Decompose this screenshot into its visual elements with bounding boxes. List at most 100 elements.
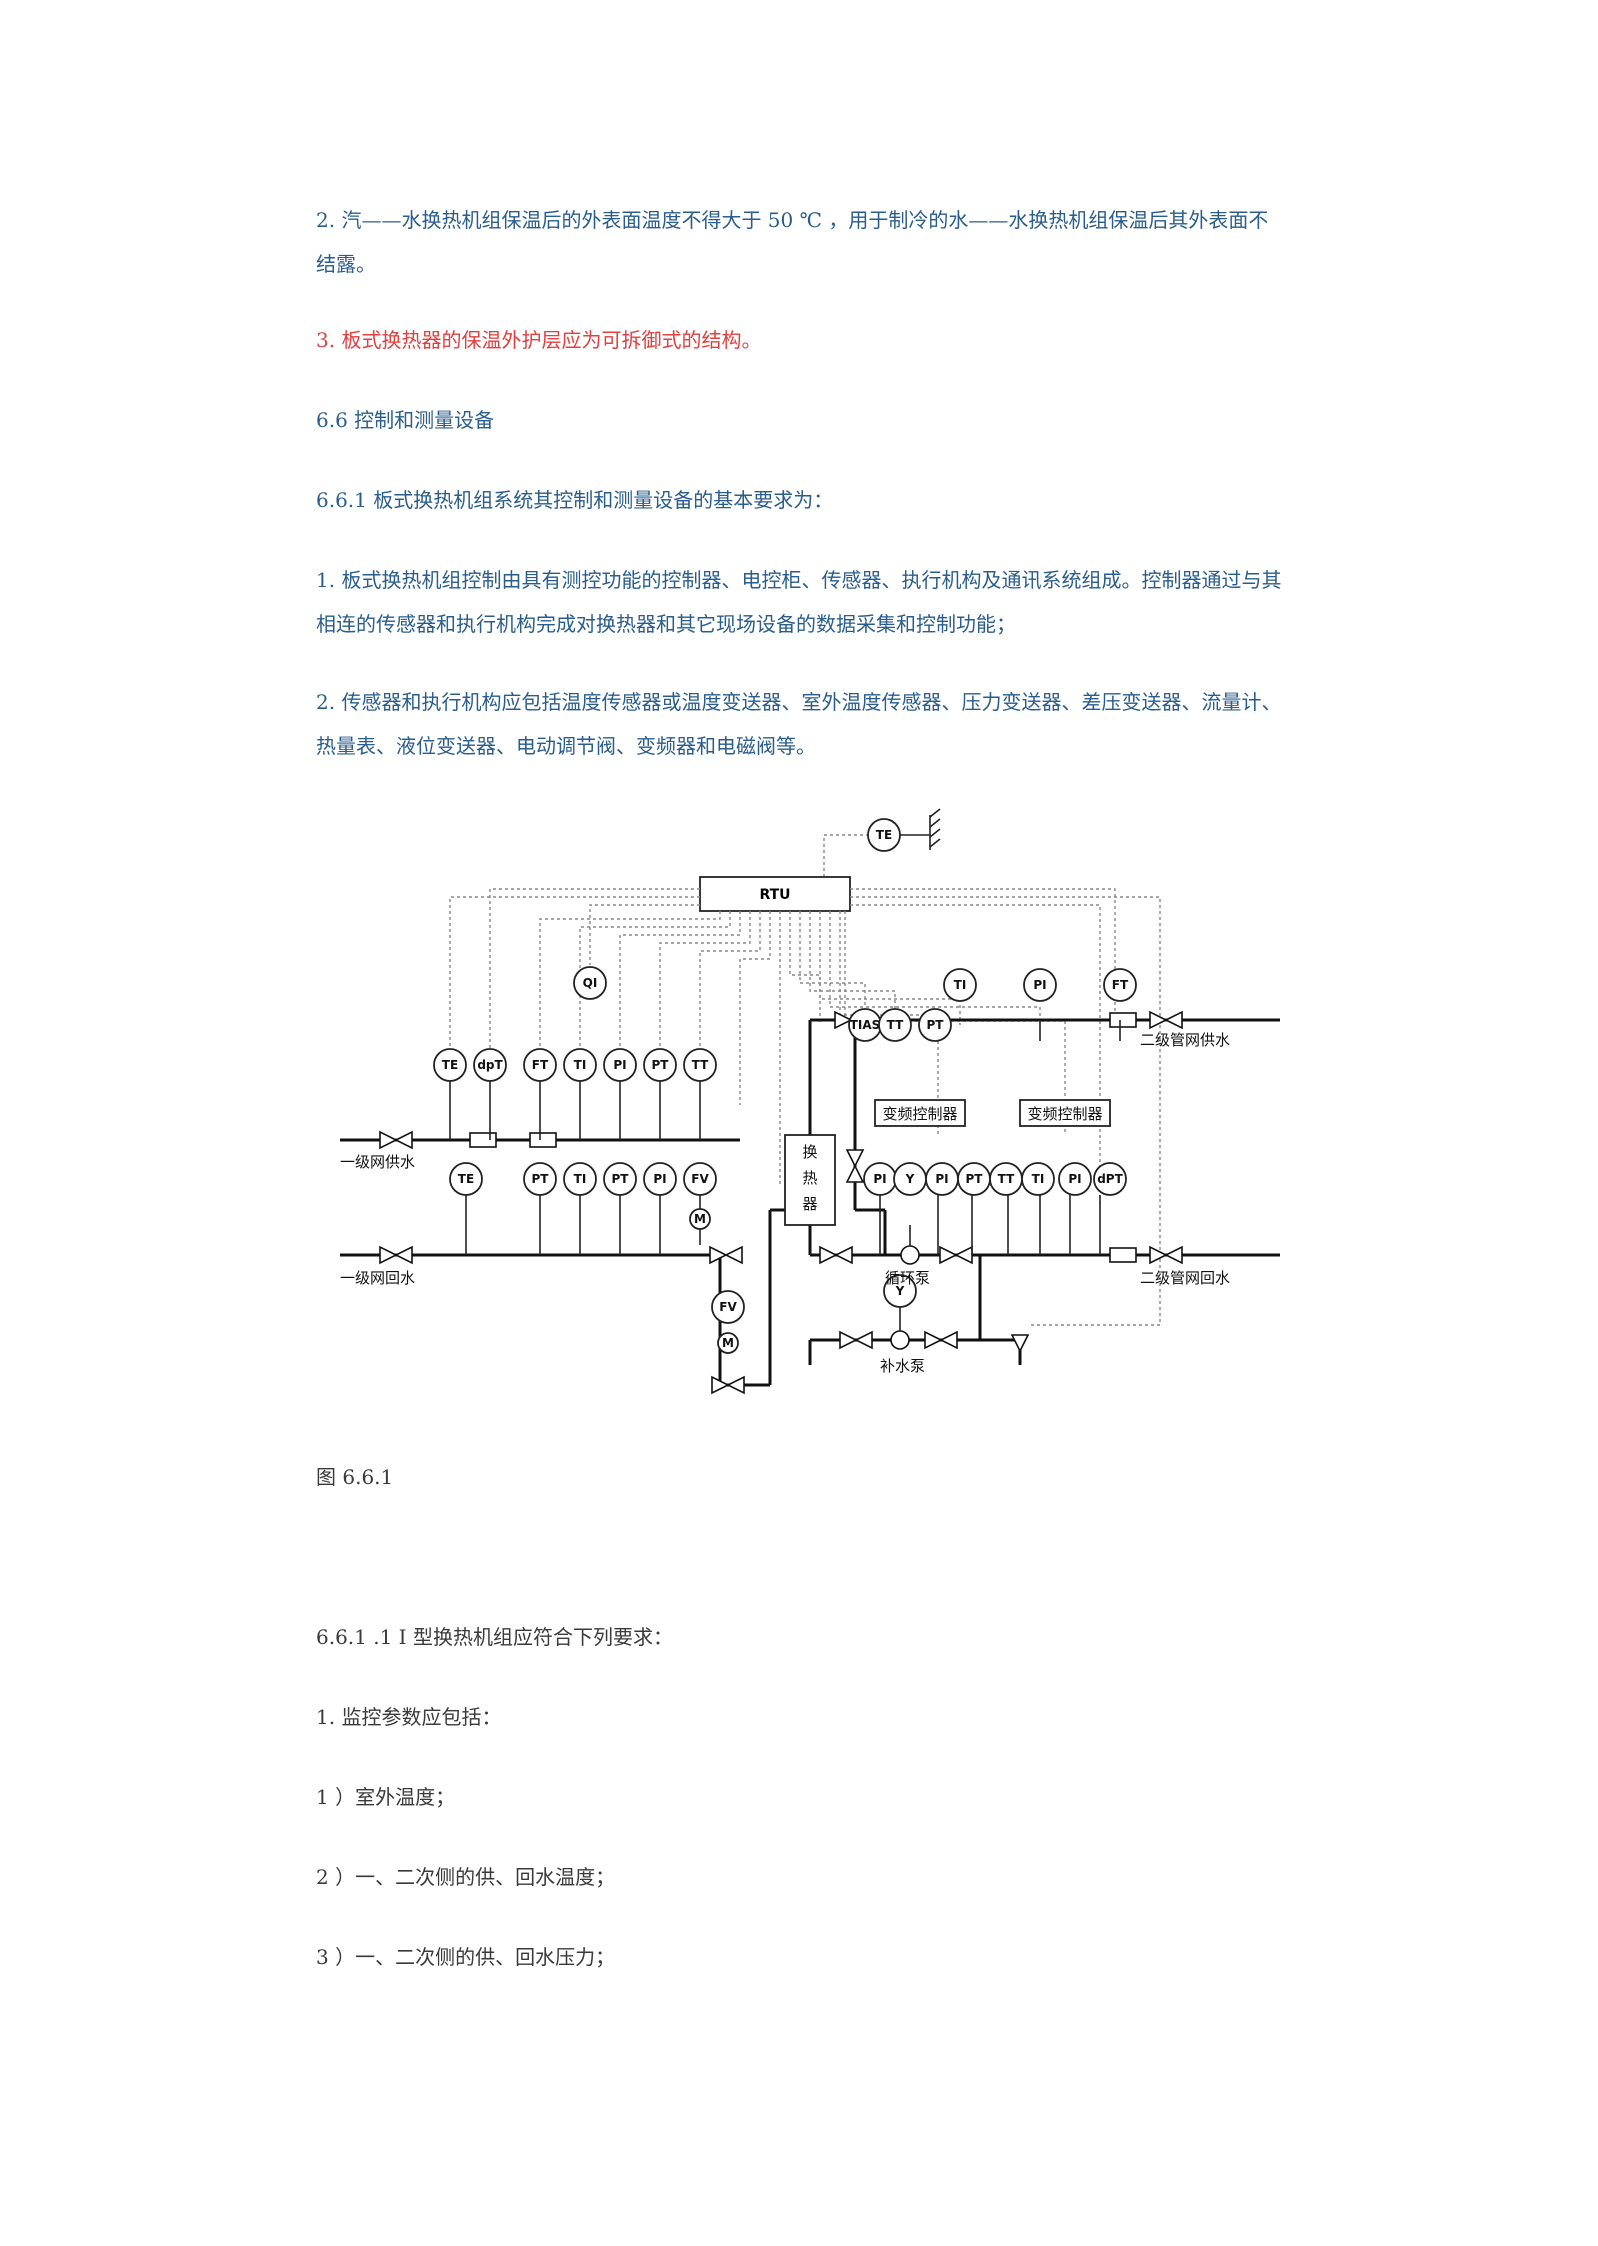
- instrument-pt-primary-supply: PT: [643, 1048, 677, 1082]
- vfd-controller-2: 变频控制器: [1019, 1099, 1111, 1127]
- svg-text:RTU: RTU: [759, 887, 790, 903]
- svg-text:PI: PI: [873, 1172, 886, 1186]
- svg-text:PT: PT: [966, 1172, 984, 1186]
- instrument-tias: TIAS: [848, 1008, 882, 1042]
- svg-text:PT: PT: [652, 1058, 670, 1072]
- paragraph-sensors: 2. 传感器和执行机构应包括温度传感器或温度变送器、室外温度传感器、压力变送器、…: [316, 690, 1282, 758]
- instrument-pi-primary-supply: PI: [603, 1048, 637, 1082]
- svg-text:TT: TT: [692, 1058, 709, 1072]
- instrument-ti-secondary-supply: TI: [943, 968, 977, 1002]
- list-item-water-temp: 2 ）一、二次侧的供、回水温度；: [316, 1865, 616, 1889]
- svg-text:二级管网供水: 二级管网供水: [1140, 1031, 1230, 1049]
- section-heading-6-6: 6.6 控制和测量设备: [316, 408, 495, 432]
- instrument-ti-primary-return: TI: [563, 1162, 597, 1196]
- instrument-pt-secondary-supply: PT: [918, 1008, 952, 1042]
- instrument-pi-secondary-return-3: PI: [1058, 1162, 1092, 1196]
- svg-text:变频控制器: 变频控制器: [1027, 1105, 1102, 1123]
- te-outdoor-instrument: TE: [867, 818, 901, 852]
- svg-text:TI: TI: [954, 978, 967, 992]
- instrument-te-primary-return: TE: [449, 1162, 483, 1196]
- instrument-tt-secondary-supply: TT: [878, 1008, 912, 1042]
- svg-text:器: 器: [802, 1195, 817, 1213]
- svg-text:TIAS: TIAS: [850, 1018, 881, 1032]
- list-item-outdoor-temp: 1 ）室外温度；: [316, 1785, 456, 1809]
- instrument-qi: QI: [573, 966, 607, 1000]
- svg-text:变频控制器: 变频控制器: [882, 1105, 957, 1123]
- instrument-m-1: M: [689, 1208, 711, 1230]
- svg-text:PT: PT: [612, 1172, 630, 1186]
- instrument-taps: [449, 1020, 1121, 1255]
- instrument-fv-1: FV: [683, 1162, 717, 1196]
- paragraph-insulation-temp: 2. 汽——水换热机组保温后的外表面温度不得大于 50 ℃ ，用于制冷的水——水…: [316, 208, 1269, 276]
- svg-text:FV: FV: [719, 1300, 737, 1314]
- svg-text:TT: TT: [998, 1172, 1015, 1186]
- control-system-diagram: TE RTU: [340, 808, 1280, 1395]
- instrument-tt-primary-supply: TT: [683, 1048, 717, 1082]
- svg-text:TE: TE: [442, 1058, 458, 1072]
- instrument-ft-secondary: FT: [1103, 968, 1137, 1002]
- svg-text:TI: TI: [574, 1172, 587, 1186]
- svg-text:FV: FV: [691, 1172, 709, 1186]
- svg-text:Y: Y: [905, 1172, 915, 1186]
- svg-text:一级网回水: 一级网回水: [340, 1269, 415, 1287]
- heat-exchanger: 换 热 器: [784, 1134, 836, 1226]
- svg-text:一级网供水: 一级网供水: [340, 1153, 415, 1171]
- instrument-dpt-secondary: dPT: [1093, 1162, 1127, 1196]
- instrument-ft-primary: FT: [523, 1048, 557, 1082]
- svg-text:Y: Y: [895, 1284, 905, 1298]
- svg-text:PT: PT: [927, 1018, 945, 1032]
- figure-caption: 图 6.6.1: [316, 1465, 394, 1489]
- rtu-box: RTU: [699, 876, 851, 912]
- outdoor-temp-sensor: TE: [823, 808, 941, 877]
- instrument-pt-primary-return: PT: [523, 1162, 557, 1196]
- paragraph-6-6-1: 6.6.1 板式换热机组系统其控制和测量设备的基本要求为：: [316, 488, 834, 512]
- pumps: [890, 1225, 920, 1350]
- instrument-y-circ-pump: Y: [893, 1162, 927, 1196]
- svg-text:M: M: [722, 1336, 734, 1350]
- instrument-pt-primary-return-2: PT: [603, 1162, 637, 1196]
- paragraph-6-6-1-1: 6.6.1 .1 I 型换热机组应符合下列要求：: [316, 1625, 673, 1649]
- paragraph-insulation-cover: 3. 板式换热器的保温外护层应为可拆御式的结构。: [316, 328, 762, 352]
- vfd-controller-1: 变频控制器: [874, 1099, 966, 1127]
- instrument-pt-secondary-return: PT: [957, 1162, 991, 1196]
- svg-text:补水泵: 补水泵: [880, 1357, 925, 1375]
- instrument-m-2: M: [717, 1332, 739, 1354]
- instrument-y-makeup-pump: Y: [883, 1274, 917, 1308]
- paragraph-controller: 1. 板式换热机组控制由具有测控功能的控制器、电控柜、传感器、执行机构及通讯系统…: [316, 568, 1282, 636]
- svg-text:dPT: dPT: [1097, 1172, 1123, 1186]
- svg-text:TE: TE: [876, 828, 892, 842]
- diagram-labels: 一级网供水 一级网回水 二级管网供水 二级管网回水 循环泵 补水泵: [340, 1031, 1230, 1375]
- instrument-te-primary-supply: TE: [433, 1048, 467, 1082]
- svg-text:二级管网回水: 二级管网回水: [1140, 1269, 1230, 1287]
- svg-text:PI: PI: [613, 1058, 626, 1072]
- valves: [379, 1010, 1183, 1395]
- instrument-pi-secondary-return: PI: [863, 1162, 897, 1196]
- instrument-pi-primary-return: PI: [643, 1162, 677, 1196]
- instrument-pi-secondary-return-2: PI: [925, 1162, 959, 1196]
- svg-text:换: 换: [802, 1143, 817, 1161]
- svg-text:FT: FT: [1112, 978, 1129, 992]
- instrument-ti-secondary-return: TI: [1021, 1162, 1055, 1196]
- instrument-pi-secondary-supply: PI: [1023, 968, 1057, 1002]
- instrument-tt-secondary-return: TT: [989, 1162, 1023, 1196]
- svg-text:PI: PI: [1068, 1172, 1081, 1186]
- svg-text:M: M: [694, 1212, 706, 1226]
- svg-text:循环泵: 循环泵: [885, 1269, 930, 1287]
- svg-text:PI: PI: [935, 1172, 948, 1186]
- list-item-water-pressure: 3 ）一、二次侧的供、回水压力；: [316, 1945, 616, 1969]
- svg-text:TI: TI: [574, 1058, 587, 1072]
- svg-text:PT: PT: [532, 1172, 550, 1186]
- svg-text:FT: FT: [532, 1058, 549, 1072]
- svg-text:dpT: dpT: [477, 1058, 503, 1072]
- svg-text:PI: PI: [653, 1172, 666, 1186]
- svg-text:QI: QI: [583, 976, 598, 990]
- svg-text:PI: PI: [1033, 978, 1046, 992]
- instrument-dpt-primary: dpT: [473, 1048, 507, 1082]
- svg-text:TE: TE: [458, 1172, 474, 1186]
- paragraph-monitoring-params: 1. 监控参数应包括：: [316, 1705, 502, 1729]
- svg-text:TT: TT: [887, 1018, 904, 1032]
- instrument-fv-2: FV: [711, 1290, 745, 1324]
- svg-text:TI: TI: [1032, 1172, 1045, 1186]
- svg-text:热: 热: [802, 1169, 817, 1187]
- instrument-ti-primary-supply: TI: [563, 1048, 597, 1082]
